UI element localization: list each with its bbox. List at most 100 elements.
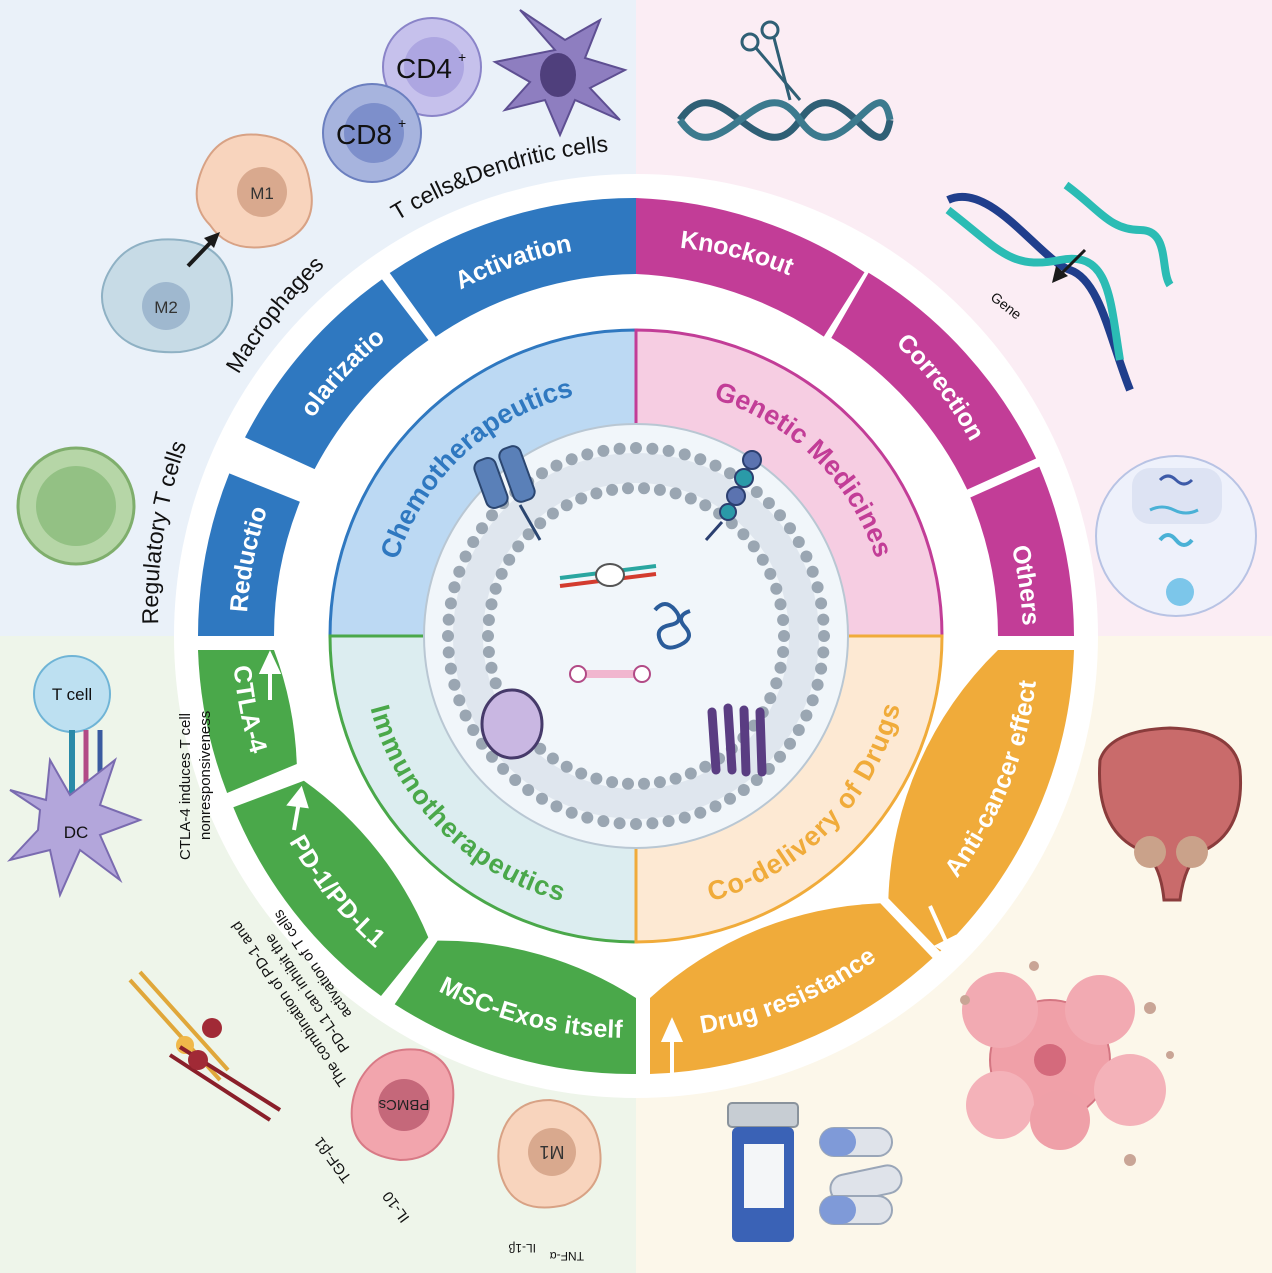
lipid-head (756, 553, 769, 566)
lipid-head (817, 646, 830, 659)
lipid-head (784, 522, 796, 535)
lipid-head (482, 614, 495, 626)
membrane-receptor-gpcr (707, 703, 767, 777)
polarization-arrow-icon (186, 232, 220, 268)
lipid-head (522, 528, 535, 541)
lipid-head (534, 742, 547, 755)
lipid-head (747, 540, 760, 553)
lipid-head (699, 499, 712, 512)
lipid-head (489, 582, 502, 595)
lipid-head (818, 630, 830, 642)
tcell-dc-synapse-icon: T cell DC (6, 655, 143, 899)
lipid-head (575, 492, 588, 505)
segment-ctla4 (198, 650, 297, 793)
lipid-head (784, 737, 796, 750)
lipid-head (444, 662, 457, 675)
transcription-translation-icon (1095, 455, 1257, 617)
lipid-head (770, 582, 783, 595)
lipid-head (737, 784, 750, 796)
lipid-head (694, 806, 707, 819)
ring-arrows (258, 650, 957, 1082)
lipid-head (453, 694, 466, 707)
lipid-head (764, 567, 777, 580)
lipid-head (792, 536, 805, 548)
lipid-head (774, 509, 786, 522)
arrow-anticancer (928, 905, 950, 947)
lipid-head (467, 536, 480, 548)
lipid-head (581, 448, 594, 461)
cd4-sup: + (458, 49, 466, 65)
segment-pd1 (233, 780, 429, 996)
segment-others (970, 466, 1074, 636)
lipid-head (811, 678, 824, 691)
lipid-head (684, 767, 697, 780)
lipid-head (590, 487, 603, 500)
cargo-dna-hairpin (559, 563, 657, 588)
lipid-head (678, 448, 691, 461)
il1b-label: IL-1β (508, 1241, 536, 1255)
membrane-protein-chemo (473, 445, 542, 541)
lipid-head (662, 444, 675, 457)
m1-macrophage-icon: M1 (195, 133, 313, 249)
lipid-head (467, 724, 480, 736)
lipid-head (622, 777, 634, 790)
lipid-head (606, 776, 619, 789)
lipid-head (774, 750, 786, 763)
lipid-head (482, 646, 495, 658)
membrane-protein-genetic (704, 450, 762, 541)
cargo-vesicle (480, 688, 544, 760)
pbmcs-cell-icon: PBMCs (350, 1048, 455, 1162)
lipid-head (536, 467, 548, 480)
ctla4-note-line1: CTLA-4 induces T cell (177, 713, 194, 860)
lipid-head (724, 467, 736, 480)
dna-scissors-icon (677, 20, 894, 141)
lipid-head (815, 597, 828, 610)
m2-label: M2 (154, 298, 178, 317)
lipid-head (669, 772, 682, 785)
lipid-head (444, 597, 457, 610)
lipid-head (497, 762, 510, 775)
lipid-head (442, 630, 454, 642)
lipid-head (509, 774, 522, 786)
lipid-head (448, 678, 461, 691)
lipid-head (724, 792, 736, 805)
tumor-cluster-icon (960, 961, 1174, 1166)
lipid-head (709, 459, 722, 472)
lipid-head (565, 806, 578, 819)
lipid-head (792, 724, 805, 736)
lipid-head (653, 776, 666, 789)
regulatory-t-cell-icon (16, 446, 136, 566)
segment-anticancer (888, 650, 1074, 952)
bladder-organ-icon (1098, 726, 1243, 902)
lipid-head (546, 752, 559, 765)
lipid-head (486, 509, 498, 522)
lipid-head (565, 453, 578, 466)
lipid-head (777, 614, 790, 626)
segment-activation (389, 197, 636, 337)
lipid-head (560, 760, 573, 773)
lipid-head (699, 760, 712, 773)
lipid-head (684, 492, 697, 505)
segment-mscexos (394, 940, 636, 1075)
m1-macrophage-bottom-icon: M1 (497, 1098, 602, 1209)
lipid-head (694, 453, 707, 466)
lipid-head (453, 565, 466, 578)
cd8-sup: + (398, 115, 406, 131)
lipid-head (669, 487, 682, 500)
lipid-head (550, 459, 563, 472)
segment-reduction (198, 473, 300, 636)
lipid-head (678, 811, 691, 824)
outer-ring (198, 197, 1074, 1075)
lipid-head (546, 507, 559, 520)
lipid-head (581, 811, 594, 824)
lipid-head (806, 565, 819, 578)
lipid-head (630, 442, 642, 454)
lipid-head (476, 522, 488, 535)
lipid-head (459, 709, 472, 722)
lipid-head (806, 694, 819, 707)
ctla4-note-line2: nonresponsiveness (197, 711, 214, 840)
lipid-head (536, 792, 548, 805)
lipid-head (662, 815, 675, 828)
lipid-head (638, 777, 650, 790)
